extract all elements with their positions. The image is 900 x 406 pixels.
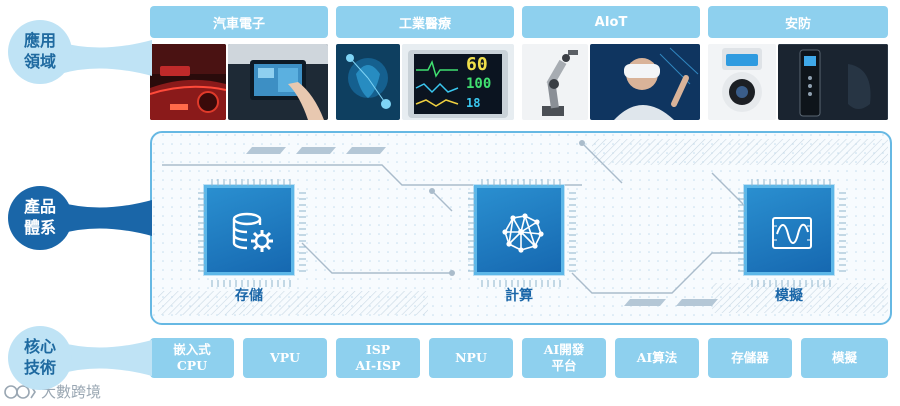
core-tech-ai-platform: AI開發 平台 bbox=[522, 338, 606, 378]
core-tech-isp: ISP AI-ISP bbox=[336, 338, 420, 378]
security-camera-photo bbox=[708, 44, 776, 120]
chip-pins bbox=[738, 179, 846, 287]
analog-label: 模擬 bbox=[775, 288, 803, 304]
core-tech-label: AI算法 bbox=[636, 350, 678, 366]
chip-pins bbox=[198, 179, 306, 287]
core-tech-label: AI開發 平台 bbox=[543, 342, 585, 373]
core-tech-ai-algorithm: AI算法 bbox=[615, 338, 699, 378]
core-tech-label: ISP AI-ISP bbox=[355, 342, 401, 373]
vr-user-photo bbox=[590, 44, 700, 120]
application-category-label: 應用 領域 bbox=[23, 31, 56, 71]
patient-monitor-graphic bbox=[408, 50, 508, 118]
patient-monitor-photo: 60 100 18 bbox=[402, 44, 514, 120]
storage-gear-icon bbox=[232, 212, 273, 252]
robot-arm-photo bbox=[522, 44, 588, 120]
core-tech-label: VPU bbox=[270, 350, 300, 366]
medical-ai-photo bbox=[336, 44, 400, 120]
analog-chip bbox=[738, 179, 846, 287]
compute-label: 計算 bbox=[505, 288, 533, 304]
car-interior-photo bbox=[150, 44, 226, 120]
application-header-label: 安防 bbox=[784, 16, 811, 32]
car-touchscreen-photo bbox=[228, 44, 328, 120]
application-bubble-pointer bbox=[60, 40, 152, 76]
storage-label: 存儲 bbox=[235, 288, 263, 304]
core-category-label: 核心 技術 bbox=[23, 337, 56, 377]
product-category-bubble: 產品 體系 bbox=[8, 186, 72, 250]
application-header-label: AIoT bbox=[594, 14, 628, 30]
application-header-automotive: 汽車電子 bbox=[150, 6, 328, 38]
storage-chip bbox=[198, 179, 306, 287]
core-tech-analog: 模擬 bbox=[801, 338, 888, 378]
core-tech-label: NPU bbox=[455, 350, 487, 366]
core-tech-vpu: VPU bbox=[243, 338, 327, 378]
core-tech-npu: NPU bbox=[429, 338, 513, 378]
application-header-aiot: AIoT bbox=[522, 6, 700, 38]
neural-network-icon bbox=[502, 213, 544, 253]
core-category-bubble: 核心 技術 bbox=[8, 326, 72, 390]
application-header-industrial-medical: 工業醫療 bbox=[336, 6, 514, 38]
product-system-panel: 存儲 計算 bbox=[150, 131, 892, 325]
monitor-reading-1: 60 bbox=[466, 54, 488, 75]
watermark: 大數跨境 bbox=[4, 381, 101, 402]
product-bubble-pointer bbox=[60, 200, 152, 236]
compute-chip bbox=[468, 179, 576, 287]
application-category-bubble: 應用 領域 bbox=[8, 20, 72, 84]
chip-pins bbox=[468, 179, 576, 287]
watermark-text: 大數跨境 bbox=[41, 383, 102, 401]
smart-lock-photo bbox=[778, 44, 888, 120]
core-tech-embedded-cpu: 嵌入式 CPU bbox=[150, 338, 234, 378]
application-header-label: 汽車電子 bbox=[212, 16, 265, 32]
application-header-label: 工業醫療 bbox=[398, 16, 451, 32]
core-tech-label: 存儲器 bbox=[731, 350, 769, 366]
product-category-label: 產品 體系 bbox=[23, 197, 56, 237]
monitor-reading-2: 100 bbox=[466, 76, 492, 92]
monitor-reading-3: 18 bbox=[466, 96, 481, 110]
application-header-security: 安防 bbox=[708, 6, 888, 38]
core-tech-label: 模擬 bbox=[831, 350, 857, 366]
core-bubble-pointer bbox=[60, 340, 152, 376]
core-tech-label: 嵌入式 CPU bbox=[173, 342, 211, 373]
waveform-icon bbox=[772, 217, 812, 249]
core-tech-memory: 存儲器 bbox=[708, 338, 792, 378]
